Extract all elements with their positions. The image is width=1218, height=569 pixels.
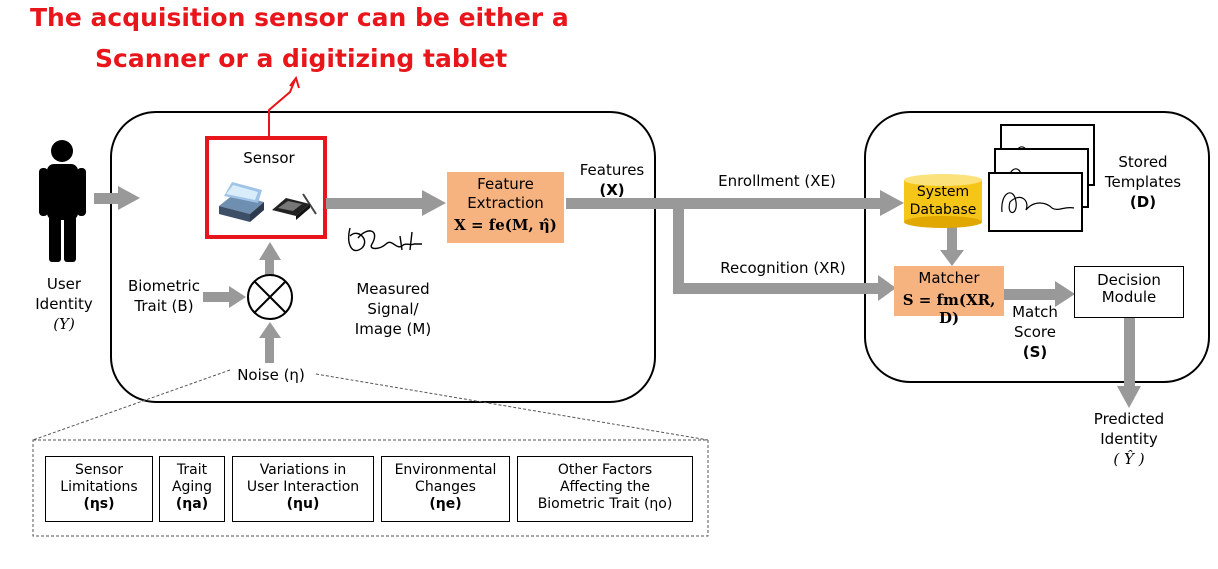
matcher-box: Matcher S = fm(XR, D) (894, 266, 1004, 327)
sensor-label: Sensor (243, 149, 295, 167)
noise-factors-frame (32, 439, 709, 537)
sensor-highlight-box (205, 136, 327, 239)
person-icon (39, 140, 86, 262)
features-label: Features(X) (579, 161, 645, 199)
feature-extraction-box: Feature Extraction X = fe(M, η̂) (447, 172, 564, 243)
callout-line-1: The acquisition sensor can be either a (30, 3, 569, 32)
template-card-front (988, 172, 1083, 232)
recognition-label: Recognition (XR) (720, 259, 846, 277)
acquisition-panel (110, 111, 656, 403)
measured-signature (348, 227, 422, 252)
callout-pointer (268, 79, 296, 138)
matching-panel (864, 111, 1210, 383)
user-arrow (94, 186, 140, 210)
tablet-icon (272, 193, 317, 220)
noise-label: Noise (η) (237, 366, 305, 384)
multiplier-symbol (247, 274, 293, 320)
database-icon (904, 174, 982, 228)
scanner-icon (219, 182, 264, 222)
callout-line-2: Scanner or a digitizing tablet (95, 44, 508, 73)
enrollment-label: Enrollment (XE) (718, 172, 836, 190)
